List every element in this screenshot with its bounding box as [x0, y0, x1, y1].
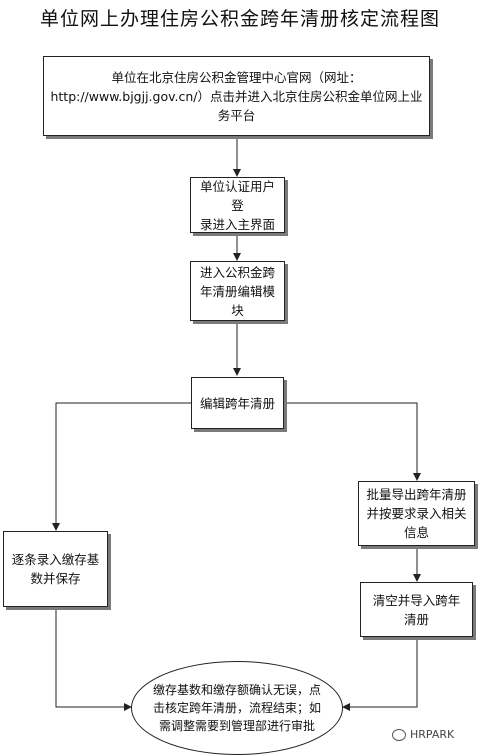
node-entry-each: 逐条录入缴存基 数并保存: [3, 531, 108, 607]
node-batch-export: 批量导出跨年清册 并按要求录入相关 信息: [358, 481, 475, 546]
arrow-clear-to-confirm: [342, 636, 418, 711]
node-clear-import: 清空并导入跨年 清册: [360, 582, 473, 637]
node-enter-module: 进入公积金跨 年清册编辑模 块: [190, 261, 285, 321]
watermark-text: HRPARK: [410, 728, 455, 741]
arrow-entry-to-confirm: [55, 606, 132, 711]
node-confirm: 缴存基数和缴存额确认无误，点 击核定跨年清册，流程结束；如 需调整需要到管理部进…: [131, 661, 343, 755]
watermark: HRPARK: [392, 728, 454, 741]
arrow-edit-to-entry: [52, 402, 191, 531]
wechat-icon: [392, 728, 406, 741]
node-start: 单位在北京住房公积金管理中心官网（网址： http://www.bjgjj.go…: [43, 56, 430, 136]
diagram-title: 单位网上办理住房公积金跨年清册核定流程图: [39, 8, 440, 30]
arrow-edit-to-batch: [284, 402, 421, 481]
node-edit: 编辑跨年清册: [191, 377, 284, 429]
node-login: 单位认证用户登 录进入主界面: [190, 177, 285, 233]
